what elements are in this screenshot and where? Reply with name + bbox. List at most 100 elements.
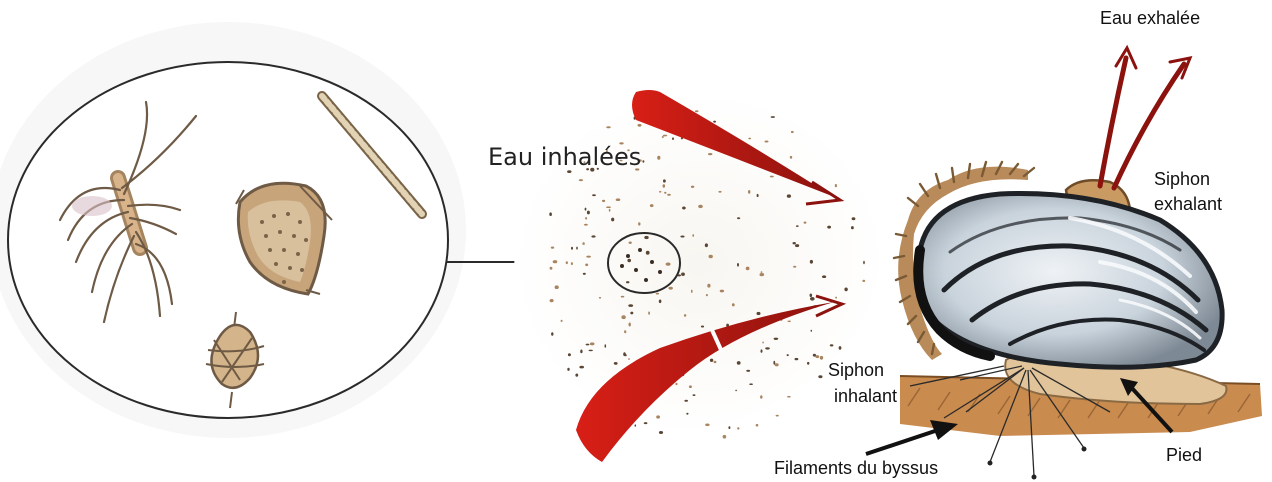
particle [589, 350, 593, 352]
particle [663, 179, 666, 182]
particle [669, 287, 673, 290]
particle [648, 312, 650, 315]
particle [663, 184, 666, 187]
particle [765, 141, 769, 143]
particle [689, 385, 692, 388]
particle [749, 383, 753, 385]
particle [810, 294, 813, 298]
particle [614, 362, 618, 365]
sample-particle [650, 260, 654, 264]
particle [629, 323, 631, 327]
sample-particle [620, 264, 624, 268]
particle [793, 242, 796, 244]
exhaled-flow-arrows [1100, 48, 1190, 188]
particle [662, 136, 664, 138]
particle [714, 361, 717, 363]
particle [644, 236, 648, 239]
particle [757, 194, 759, 197]
particle [762, 342, 764, 344]
particle [675, 383, 677, 385]
particle [566, 261, 568, 264]
particle [776, 415, 779, 417]
particle [611, 218, 614, 222]
particle [737, 217, 740, 219]
particle [771, 116, 775, 118]
particle [718, 191, 721, 193]
label-exhalant-siphon-line2: exhalant [1154, 194, 1222, 214]
particle [705, 243, 708, 247]
particle [585, 264, 588, 267]
particle [691, 290, 693, 293]
particle [657, 156, 660, 160]
sample-particle [626, 254, 630, 258]
particle [765, 347, 770, 349]
particle [571, 262, 573, 265]
particle [659, 300, 662, 304]
sample-particle [634, 268, 638, 272]
particle [584, 224, 588, 226]
particle [757, 312, 761, 315]
particle [621, 315, 625, 319]
particle [761, 349, 763, 352]
particle [748, 190, 750, 194]
particle [787, 194, 791, 197]
particle [863, 261, 865, 265]
particle [737, 427, 739, 429]
particle [642, 160, 644, 162]
particle [818, 375, 822, 378]
particle [787, 396, 791, 398]
particle [580, 350, 582, 354]
particle [682, 207, 686, 210]
particle [684, 400, 688, 402]
particle [590, 342, 595, 345]
particle [587, 211, 590, 215]
particle [822, 275, 826, 278]
particle [706, 294, 708, 296]
mussel-illustration [866, 48, 1262, 480]
particle [672, 137, 674, 140]
particle [852, 217, 856, 220]
particle [723, 435, 727, 439]
particle [791, 131, 794, 133]
particle [695, 110, 699, 112]
particle [760, 395, 762, 399]
particle [681, 273, 685, 276]
particle [732, 303, 735, 306]
particle [761, 271, 763, 273]
particle [606, 126, 610, 128]
particle [787, 354, 789, 356]
particle [737, 263, 739, 267]
particle [666, 263, 671, 266]
particle [624, 330, 626, 333]
particle [591, 235, 595, 237]
particle [720, 290, 724, 293]
particle [561, 320, 563, 322]
particle [692, 234, 694, 237]
particle [728, 426, 730, 429]
particle [606, 206, 611, 208]
particle [796, 225, 799, 227]
particle [550, 299, 554, 302]
label-inhalant-siphon-line2: inhalant [834, 386, 897, 406]
particle [827, 226, 831, 229]
particle [862, 280, 865, 282]
particle [549, 212, 552, 216]
particle [630, 312, 633, 315]
particle [691, 186, 694, 188]
particle [579, 179, 583, 181]
sample-particle [638, 248, 642, 252]
particle [775, 363, 779, 366]
particle [680, 236, 684, 238]
particle [760, 273, 765, 276]
particle [567, 368, 569, 371]
particle [830, 344, 834, 346]
particle [713, 121, 716, 123]
sample-particle [644, 278, 648, 282]
particle [686, 413, 688, 415]
label-byssus-filaments: Filaments du byssus [774, 458, 938, 478]
particle [698, 205, 703, 208]
particle [756, 424, 759, 427]
particle [650, 204, 654, 207]
particle [555, 285, 559, 289]
